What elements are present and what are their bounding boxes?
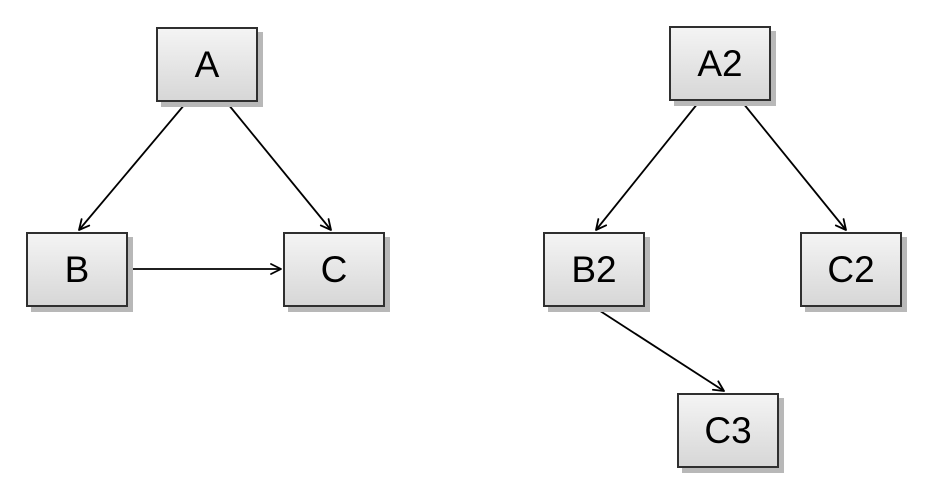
node-label: B [64,249,90,290]
edge-B2-C3[interactable] [593,306,725,392]
node-B[interactable]: B [26,232,128,307]
node-label: C [320,249,348,290]
node-C3[interactable]: C3 [677,393,779,468]
node-label: A [194,44,220,85]
node-label: A2 [697,43,743,84]
edge-A2-C2[interactable] [742,102,847,231]
edge-A2-B2[interactable] [595,102,699,231]
node-A2[interactable]: A2 [669,26,771,101]
node-label: C2 [827,249,875,290]
node-C[interactable]: C [283,232,385,307]
edge-A-B[interactable] [78,103,186,231]
edge-A-C[interactable] [227,103,332,231]
node-label: C3 [704,410,752,451]
node-B2[interactable]: B2 [543,232,645,307]
node-C2[interactable]: C2 [800,232,902,307]
node-A[interactable]: A [156,27,258,102]
node-label: B2 [571,249,617,290]
